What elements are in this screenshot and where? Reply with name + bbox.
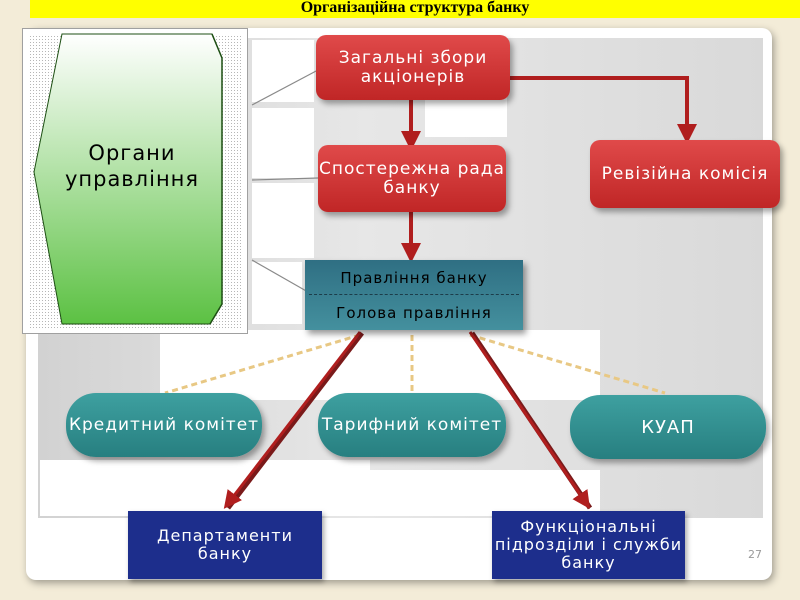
- node-departments: Департаменти банку: [128, 511, 322, 579]
- dashed-link-credit: [164, 333, 361, 395]
- organs-label: Органи управління: [64, 141, 200, 191]
- dashed-link-kuap: [469, 333, 666, 395]
- node-management-board: Правління банку Голова правління: [305, 260, 523, 330]
- page-number: 27: [748, 548, 762, 561]
- arrow-board-to-functional: [468, 331, 591, 509]
- grid-cell: [252, 108, 314, 178]
- node-credit-committee: Кредитний комітет: [66, 393, 262, 457]
- grid-cell: [370, 470, 600, 516]
- grid-cell: [160, 330, 600, 400]
- node-kuap: КУАП: [570, 395, 766, 459]
- node-functional-units: Функціональні підрозділи і служби банку: [492, 511, 685, 579]
- node-shareholders: Загальні збори акціонерів: [316, 35, 510, 100]
- arrow-shareholders-to-audit: [505, 76, 697, 144]
- node-tariff-committee: Тарифний комітет: [318, 393, 506, 457]
- grid-cell: [40, 460, 370, 516]
- slide-title: Організаційна структура банку: [30, 0, 800, 18]
- board-divider: [309, 294, 519, 295]
- board-chair: Голова правління: [336, 303, 492, 322]
- connector-line: [251, 177, 319, 181]
- grid-cell: [252, 40, 314, 102]
- arrow-shadow: [226, 331, 364, 510]
- connector-line: [251, 259, 309, 293]
- board-title: Правління банку: [340, 268, 488, 287]
- grid-cell: [252, 183, 314, 258]
- arrow-board-to-departments: [223, 331, 362, 509]
- connector-line: [251, 69, 319, 106]
- node-supervisory-board: Спостережна рада банку: [318, 145, 506, 212]
- grid-cell: [252, 262, 302, 324]
- node-audit-commission: Ревізійна комісія: [590, 140, 780, 208]
